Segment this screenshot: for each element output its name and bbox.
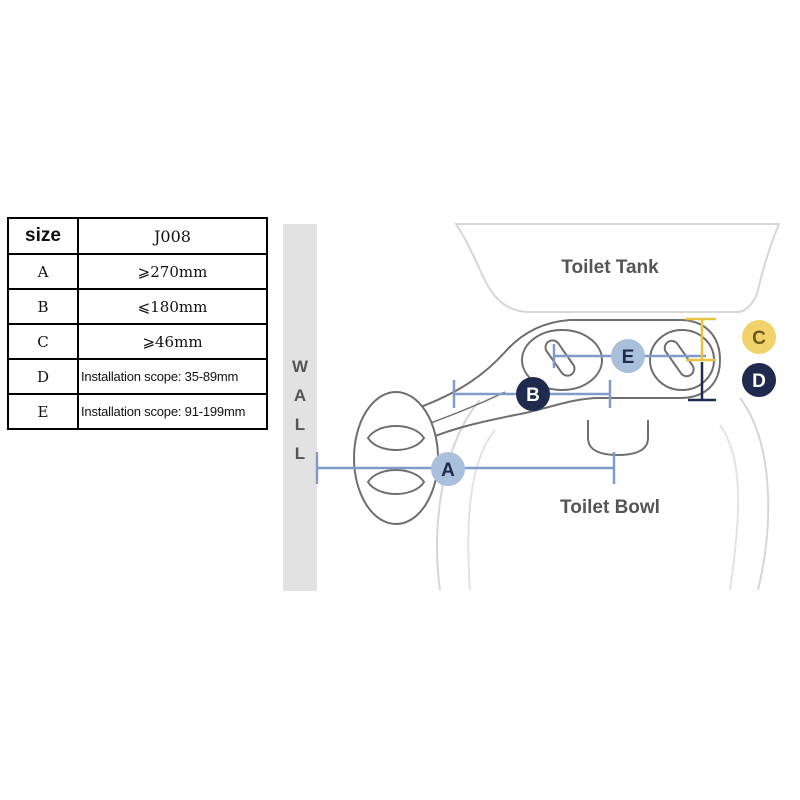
bidet-arm-inner-line [427, 391, 506, 425]
table-row: D Installation scope: 35-89mm [7, 358, 268, 395]
row-value-d: Installation scope: 35-89mm [77, 358, 268, 395]
toilet-bowl-inner-outline [467, 424, 740, 591]
marker-b-label: B [526, 385, 540, 406]
table-row: E Installation scope: 91-199mm [7, 393, 268, 430]
wall-letter: L [295, 444, 305, 463]
table-row: C ⩾46mm [7, 323, 268, 360]
row-key-d: D [7, 358, 79, 395]
wall-letter: L [295, 415, 305, 434]
table-header-row: size J008 [7, 217, 268, 255]
nozzle-block [587, 420, 649, 457]
mounting-plate-left [521, 329, 603, 391]
marker-b: B [516, 377, 550, 411]
row-value-e: Installation scope: 91-199mm [77, 393, 268, 430]
marker-e-label: E [622, 347, 635, 368]
dimension-line-a [315, 452, 616, 484]
marker-d: D [742, 363, 776, 397]
spec-table: size J008 A ⩾270mm B ⩽180mm C ⩾46mm D In… [7, 217, 268, 430]
row-value-a: ⩾270mm [77, 253, 268, 290]
marker-a-label: A [441, 460, 455, 481]
marker-c-label: C [752, 328, 766, 349]
wall-letter: A [294, 386, 306, 405]
dimension-line-d [688, 362, 716, 402]
table-row: B ⩽180mm [7, 288, 268, 325]
mounting-slot-right [663, 339, 695, 378]
marker-c: C [742, 320, 776, 354]
row-value-b: ⩽180mm [77, 288, 268, 325]
toilet-bowl-label: Toilet Bowl [560, 497, 660, 518]
row-key-c: C [7, 323, 79, 360]
wall-strip [283, 224, 317, 591]
header-size-cell: size [7, 217, 79, 255]
wall-label: W A L L [292, 357, 309, 463]
marker-d-label: D [752, 371, 766, 392]
wall-letter: W [292, 357, 309, 376]
row-key-e: E [7, 393, 79, 430]
row-key-b: B [7, 288, 79, 325]
bidet-arm-outline [417, 319, 722, 439]
knob-lower-grip [366, 469, 426, 495]
row-key-a: A [7, 253, 79, 290]
marker-a: A [431, 452, 465, 486]
toilet-tank-outline [454, 223, 781, 313]
knob-upper-grip [366, 425, 426, 451]
marker-e: E [611, 339, 645, 373]
row-value-c: ⩾46mm [77, 323, 268, 360]
table-row: A ⩾270mm [7, 253, 268, 290]
dimension-line-c [686, 317, 716, 362]
header-model-cell: J008 [77, 217, 268, 255]
control-knob [353, 391, 439, 525]
toilet-tank-label: Toilet Tank [561, 257, 659, 278]
